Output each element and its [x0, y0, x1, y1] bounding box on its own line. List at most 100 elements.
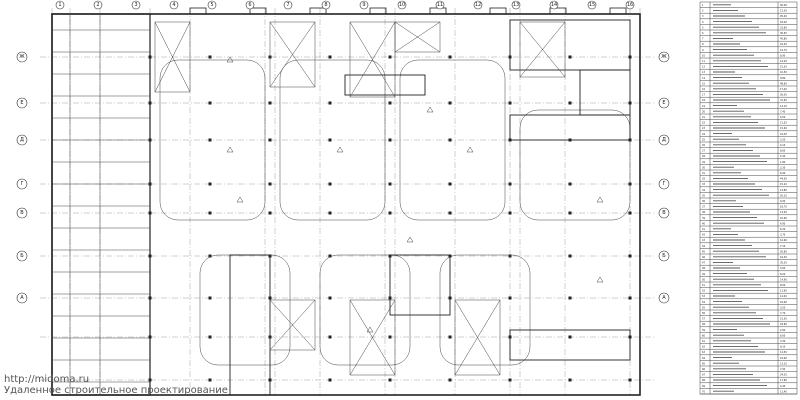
- structural-column: [388, 335, 392, 339]
- roof-vent: [429, 7, 447, 15]
- grid-bubble-letter-label: А: [662, 295, 666, 301]
- schedule-row-area: 14,40: [780, 295, 787, 298]
- partition-room: [229, 254, 271, 396]
- structural-column: [568, 378, 572, 382]
- roof-vent: [309, 7, 327, 15]
- schedule-row-number: 6: [702, 32, 704, 35]
- grid-bubble-letter: [658, 207, 670, 219]
- watermark-url: http://midoma.ru: [4, 374, 90, 385]
- roof-vent: [489, 7, 507, 15]
- schedule-row-area: 15,20: [780, 183, 787, 186]
- schedule-row-area: 44,50: [780, 178, 787, 181]
- grid-bubble-number: [169, 0, 179, 10]
- grid-bubble-letter-label: Б: [662, 253, 666, 259]
- schedule-row-area: 7,70: [780, 312, 786, 315]
- schedule-row-number: 9: [702, 49, 704, 52]
- hatch-diagonal: [154, 21, 191, 93]
- schedule-row-area: 18,70: [780, 206, 787, 209]
- structural-column: [388, 55, 392, 59]
- structural-column: [268, 211, 272, 215]
- schedule-row-area: 17,80: [780, 379, 787, 382]
- hatch-diagonal: [349, 21, 396, 98]
- structural-column: [388, 101, 392, 105]
- structural-column: [208, 211, 212, 215]
- level-marker: [336, 146, 344, 153]
- structural-column: [568, 55, 572, 59]
- schedule-row-number: 17: [702, 94, 706, 97]
- structural-column: [208, 335, 212, 339]
- hatched-bay: [349, 21, 396, 98]
- schedule-row-number: 15: [702, 82, 706, 85]
- structural-column: [148, 254, 152, 258]
- schedule-row-number: 53: [702, 295, 706, 298]
- schedule-row-area: 16,40: [780, 43, 787, 46]
- schedule-row-number: 39: [702, 217, 706, 220]
- watermark-caption: Удаленное строительное проектирование: [4, 385, 228, 396]
- schedule-row-number: 3: [702, 15, 704, 18]
- schedule-row-area: 18,80: [780, 323, 787, 326]
- schedule-row-area: 95,40: [780, 15, 787, 18]
- schedule-row-number: 26: [702, 144, 706, 147]
- structural-column: [568, 296, 572, 300]
- schedule-row-number: 12: [702, 66, 706, 69]
- schedule-row-number: 65: [702, 362, 706, 365]
- schedule-row-number: 49: [702, 273, 706, 276]
- grid-bubble-number: [131, 0, 141, 10]
- schedule-row-number: 64: [702, 357, 706, 360]
- driving-lane: [319, 254, 411, 366]
- hatch-diagonal: [269, 21, 316, 88]
- schedule-row-area: 5,60: [780, 267, 786, 270]
- grid-bubble-number-label: 1: [58, 2, 61, 8]
- schedule-row-number: 31: [702, 172, 706, 175]
- schedule-row-area: 9,30: [780, 200, 786, 203]
- partition-room: [509, 329, 631, 361]
- grid-bubble-letter: [16, 292, 28, 304]
- schedule-row-number: 5: [702, 26, 704, 29]
- partition-room: [579, 69, 631, 116]
- schedule-row-area: 13,80: [780, 189, 787, 192]
- structural-column: [328, 55, 332, 59]
- schedule-row-number: 62: [702, 346, 706, 349]
- schedule-row-number: 30: [702, 166, 706, 169]
- structural-column: [568, 254, 572, 258]
- schedule-row-area: 26,30: [780, 94, 787, 97]
- structural-column: [508, 211, 512, 215]
- structural-column: [148, 55, 152, 59]
- structural-column: [388, 211, 392, 215]
- schedule-row-number: 42: [702, 234, 706, 237]
- schedule-row-number: 43: [702, 239, 706, 242]
- schedule-row-number: 51: [702, 284, 706, 287]
- structural-column: [208, 138, 212, 142]
- level-marker: [406, 236, 414, 243]
- driving-lane: [439, 254, 531, 366]
- structural-column: [568, 101, 572, 105]
- schedule-row-number: 2: [702, 10, 704, 13]
- grid-bubble-number-label: 2: [96, 2, 99, 8]
- schedule-row-number: 55: [702, 306, 706, 309]
- partition-room: [344, 74, 426, 96]
- grid-bubble-letter-label: Д: [662, 137, 666, 143]
- grid-bubble-letter: [658, 51, 670, 63]
- schedule-row-number: 59: [702, 329, 706, 332]
- schedule-row-area: 16,30: [780, 256, 787, 259]
- structural-column: [388, 182, 392, 186]
- schedule-row-number: 14: [702, 77, 706, 80]
- schedule-row-area: 20,80: [780, 250, 787, 253]
- schedule-row-area: 20,10: [780, 194, 787, 197]
- schedule-row-area: 8,20: [780, 273, 786, 276]
- structural-column: [628, 211, 632, 215]
- structural-column: [328, 211, 332, 215]
- grid-bubble-letter-label: Е: [662, 100, 665, 106]
- grid-bubble-letter: [658, 250, 670, 262]
- schedule-row-area: 6,60: [780, 334, 786, 337]
- schedule-row-number: 41: [702, 228, 706, 231]
- schedule-row-area: 4,10: [780, 144, 786, 147]
- partition-room: [389, 254, 451, 316]
- grid-bubble-number-label: 13: [513, 2, 519, 8]
- schedule-row-number: 57: [702, 318, 706, 321]
- schedule-row-area: 19,30: [780, 133, 787, 136]
- grid-bubble-letter: [16, 250, 28, 262]
- schedule-row-area: 7,10: [780, 245, 786, 248]
- schedule-row-area: 2,90: [780, 329, 786, 332]
